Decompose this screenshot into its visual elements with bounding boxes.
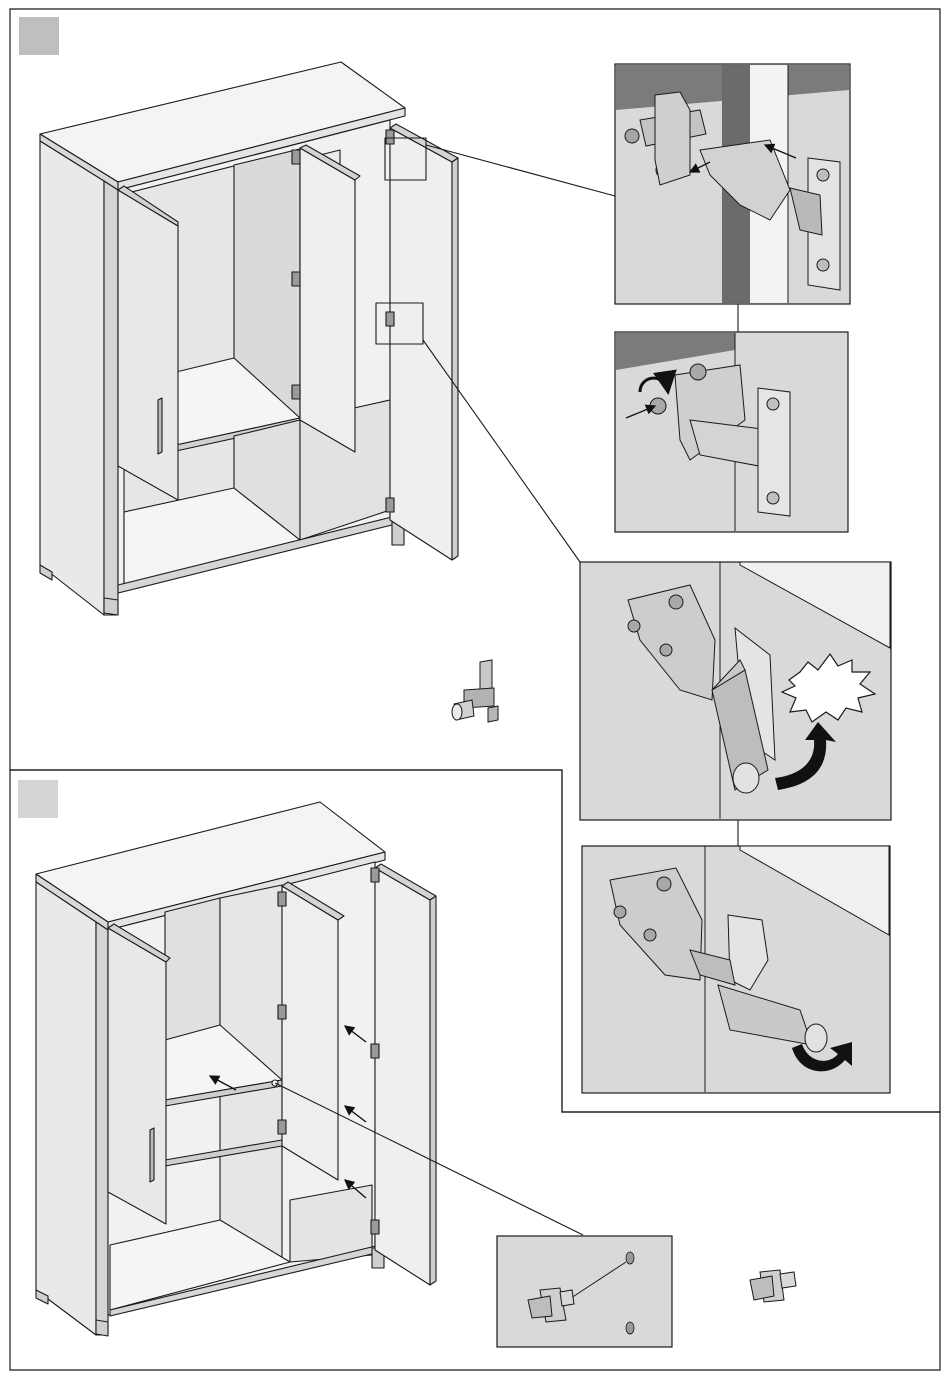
- hinge-detail-a: [615, 64, 850, 304]
- wardrobe-step-2: [36, 802, 436, 1336]
- shelf-support-pin-icon: [750, 1270, 796, 1302]
- damper-detail-c: [580, 562, 891, 820]
- step-1-number-box: [19, 17, 59, 55]
- damper-detail-d: [582, 846, 890, 1093]
- damper-icon: [452, 660, 498, 722]
- hinge-detail-b: [615, 332, 848, 532]
- step-2-number-box: [18, 780, 58, 818]
- wardrobe-step-1: [40, 62, 458, 615]
- shelf-pin-detail: [497, 1236, 672, 1347]
